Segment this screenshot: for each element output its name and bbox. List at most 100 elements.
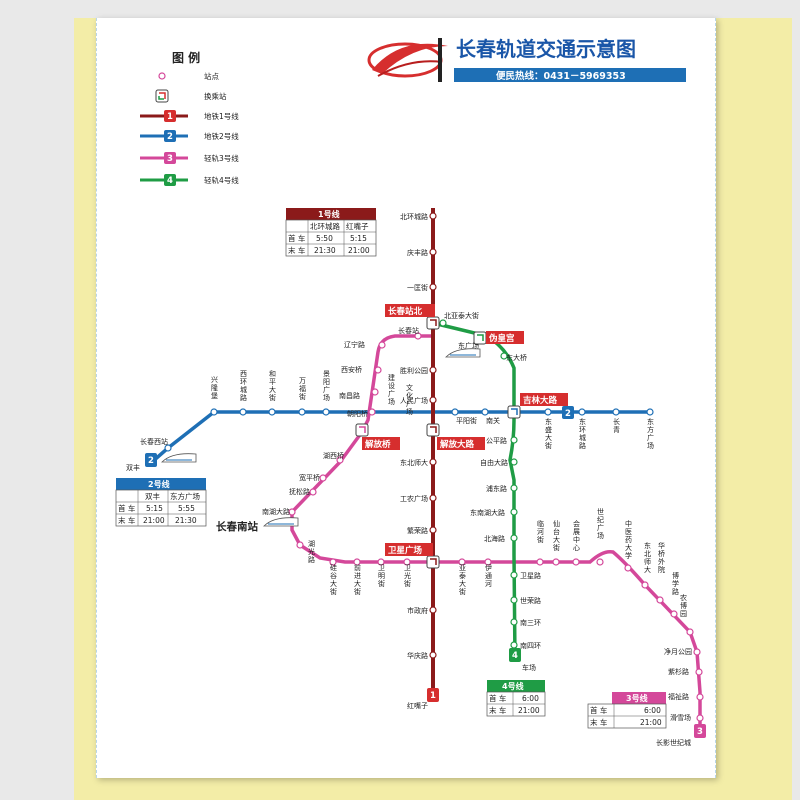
station-marker: [374, 366, 382, 374]
line2-mid-badge: 2: [565, 409, 571, 419]
station-label: 净月公园: [664, 647, 692, 656]
station-label: 卫光街: [404, 564, 411, 588]
station-marker: [403, 558, 411, 566]
station-label: 南关: [486, 416, 500, 425]
highlight-label: 解放大路: [440, 439, 475, 450]
timetable-cell: 末 车: [118, 515, 136, 525]
line-end-badges: 1 2 2 3 4: [145, 406, 706, 738]
station-label: 福祉路: [668, 692, 689, 701]
timetable-cell: 末 车: [288, 245, 306, 255]
station-label: 西环城路: [240, 370, 247, 402]
station-marker: [510, 436, 518, 444]
transfer-icon: [507, 405, 521, 419]
station-circle-icon: [158, 72, 166, 80]
station-label: 工农广场: [400, 494, 428, 503]
station-label: 东大桥: [506, 353, 527, 362]
station-label: 公平路: [486, 436, 507, 445]
station-label: 湖光路: [308, 539, 315, 564]
line4-badge: 4: [167, 176, 173, 186]
station-label: 东北师大: [400, 458, 428, 467]
station-label: 自由大路: [480, 458, 508, 467]
timetable-line3: 3号线 首 车 6:00 末 车 21:00: [587, 692, 667, 729]
line3-end-badge: 3: [697, 727, 703, 737]
station-label: 人民广场: [400, 396, 428, 405]
timetable-col: 双丰: [145, 491, 160, 501]
hotline-text: 便民热线：0431－5969353: [496, 70, 626, 82]
legend-item: 地铁1号线: [204, 111, 239, 121]
station-label: 繁荣路: [407, 526, 428, 535]
station-marker: [368, 408, 376, 416]
timetable-cell: 5:15: [350, 234, 367, 243]
station-label: 临河街: [537, 519, 544, 544]
station-label: 长春站: [398, 326, 419, 335]
highlight-label: 伪皇宫: [488, 333, 515, 344]
station-label: 东方广场: [647, 417, 654, 450]
station-marker: [329, 558, 337, 566]
timetable-cell: 末 车: [489, 705, 507, 715]
line2-route: [150, 410, 650, 464]
station-marker: [696, 693, 704, 701]
transfer-icon: [426, 316, 440, 330]
timetable-title: 1号线: [318, 209, 340, 219]
station-label: 南湖大路: [262, 507, 290, 516]
station-marker: [371, 388, 379, 396]
timetable-cell: 21:30: [314, 246, 336, 255]
station-label: 仙台大街: [553, 519, 560, 552]
station-marker: [429, 248, 437, 256]
station-marker: [596, 558, 604, 566]
station-marker: [510, 458, 518, 466]
timetable-cell: 21:00: [348, 246, 370, 255]
timetable-title: 3号线: [626, 693, 648, 703]
station-label: 长春西站: [140, 437, 168, 446]
station-label: 景阳广场: [323, 370, 330, 402]
station-label: 文化广场: [406, 383, 413, 416]
station-label: 一匡街: [407, 283, 428, 292]
station-marker: [510, 534, 518, 542]
station-marker: [510, 641, 518, 649]
station-marker: [536, 558, 544, 566]
train-icon: [445, 348, 481, 358]
timetable-cell: 6:00: [644, 706, 661, 715]
station-marker: [500, 352, 508, 360]
stations-layer: 北环城路庆丰路一匡街胜利公园人民广场东北师大工农广场繁荣路市政府华庆路红嘴子双丰…: [126, 212, 704, 747]
station-marker: [481, 408, 489, 416]
station-label: 车场: [522, 663, 536, 672]
station-label: 东广场: [458, 341, 479, 350]
station-label: 西安桥: [341, 365, 362, 374]
station-label: 紫杉路: [668, 667, 689, 676]
highlight-label: 长春站北: [388, 306, 423, 317]
station-label: 北海路: [484, 534, 505, 543]
station-marker: [624, 564, 632, 572]
station-marker: [510, 508, 518, 516]
station-label: 前进大街: [354, 563, 361, 596]
station-label: 滑雪场: [670, 713, 691, 722]
station-marker: [429, 458, 437, 466]
station-label: 朝阳桥: [347, 409, 368, 418]
legend-item: 地铁2号线: [204, 131, 239, 141]
station-label: 南四环: [520, 641, 541, 650]
transfer-icon: [155, 89, 169, 103]
station-marker: [544, 408, 552, 416]
station-marker: [336, 456, 344, 464]
transfer-icon: [355, 423, 369, 437]
train-icon: [161, 453, 197, 463]
station-label: 辽宁路: [344, 340, 365, 349]
timetable-title: 2号线: [148, 479, 170, 489]
timetable-cell: 首 车: [288, 233, 306, 243]
timetable-cell: 21:00: [640, 718, 662, 727]
station-label: 会展中心: [573, 519, 580, 552]
station-label: 硅谷大街: [330, 563, 337, 596]
line2-end-badge: 2: [148, 456, 154, 466]
line4-end-badge: 4: [512, 651, 518, 661]
station-marker: [429, 396, 437, 404]
station-label: 长影世纪城: [656, 738, 691, 747]
station-marker: [268, 408, 276, 416]
station-marker: [164, 444, 172, 452]
timetable-col: 红嘴子: [346, 221, 369, 231]
station-marker: [288, 508, 296, 516]
station-marker: [319, 474, 327, 482]
station-marker: [656, 596, 664, 604]
timetable-cell: 5:55: [178, 504, 195, 513]
station-label: 庆丰路: [407, 248, 428, 257]
